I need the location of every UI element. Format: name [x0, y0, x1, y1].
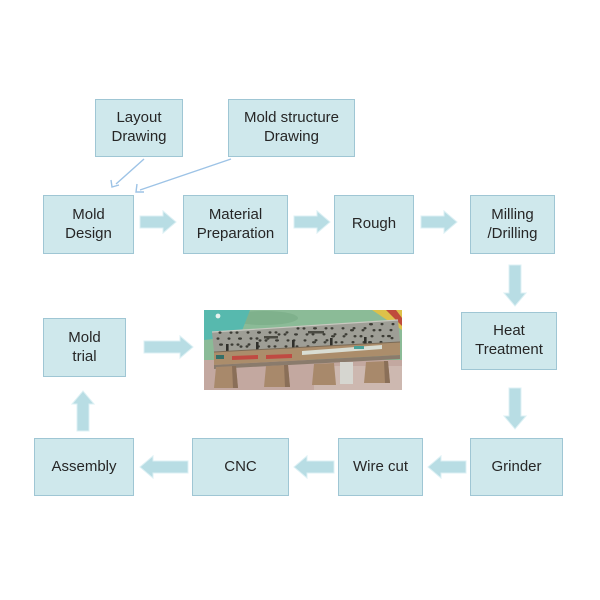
- box-mold-trial-label: Mold trial: [68, 328, 101, 365]
- box-heat-treatment: Heat Treatment: [461, 312, 557, 370]
- photo-teal-bit: [354, 346, 364, 349]
- connector-layout-to-molddesign: [115, 158, 145, 185]
- box-mold-structure-drawing-label: Mold structure Drawing: [243, 109, 340, 145]
- mold-photo: [204, 310, 402, 390]
- box-mold-design-label: Mold Design: [65, 205, 112, 242]
- box-assembly-label: Assembly: [51, 457, 117, 475]
- arrow-matprep-to-rough-icon: [293, 209, 331, 235]
- photo-pins: [226, 337, 367, 352]
- photo-drill-holes: [216, 322, 395, 348]
- photo-teal-insert: [216, 355, 224, 359]
- box-heat-treatment-label: Heat Treatment: [475, 322, 543, 358]
- arrow-heat-to-grinder-icon: [502, 387, 528, 430]
- connector-arrowhead-icon: [135, 183, 144, 193]
- box-milling-drilling: Milling /Drilling: [470, 195, 555, 254]
- arrow-molddesign-to-matprep-icon: [139, 209, 177, 235]
- box-rough: Rough: [334, 195, 414, 254]
- photo-slot: [308, 331, 324, 334]
- photo-underplate-shadow: [214, 355, 400, 369]
- box-milling-drilling-label: Milling /Drilling: [487, 205, 538, 242]
- box-material-preparation-label: Material Preparation: [196, 205, 275, 242]
- box-layout-drawing-label: Layout Drawing: [111, 109, 167, 145]
- box-cnc-label: CNC: [224, 457, 257, 475]
- connector-arrowhead-icon: [110, 179, 120, 188]
- photo-plate-top-edge: [211, 319, 399, 333]
- arrow-milling-to-heat-icon: [502, 264, 528, 307]
- arrow-rough-to-milling-icon: [420, 209, 458, 235]
- box-mold-design: Mold Design: [43, 195, 134, 254]
- box-layout-drawing: Layout Drawing: [95, 99, 183, 157]
- box-assembly: Assembly: [34, 438, 134, 496]
- drawing-connectors: [110, 158, 232, 193]
- box-mold-trial: Mold trial: [43, 318, 126, 377]
- arrow-assembly-to-moldtrial-icon: [70, 390, 96, 432]
- arrow-wirecut-to-cnc-icon: [293, 454, 335, 480]
- box-rough-label: Rough: [351, 215, 397, 233]
- photo-slot: [264, 336, 278, 339]
- arrow-moldtrial-to-photo-icon: [143, 334, 194, 360]
- box-cnc: CNC: [192, 438, 289, 496]
- photo-red-insert: [266, 354, 292, 359]
- photo-plate-seam: [213, 341, 401, 353]
- box-wire-cut: Wire cut: [338, 438, 423, 496]
- box-grinder: Grinder: [470, 438, 563, 496]
- arrow-grinder-to-wirecut-icon: [427, 454, 467, 480]
- connector-structure-to-molddesign: [139, 158, 232, 191]
- photo-highlight-dot: [215, 313, 221, 319]
- box-grinder-label: Grinder: [491, 457, 542, 475]
- arrow-cnc-to-assembly-icon: [139, 454, 189, 480]
- box-material-preparation: Material Preparation: [183, 195, 288, 254]
- photo-legs: [214, 361, 390, 388]
- photo-red-insert: [232, 355, 258, 360]
- box-mold-structure-drawing: Mold structure Drawing: [228, 99, 355, 157]
- box-wire-cut-label: Wire cut: [352, 457, 408, 475]
